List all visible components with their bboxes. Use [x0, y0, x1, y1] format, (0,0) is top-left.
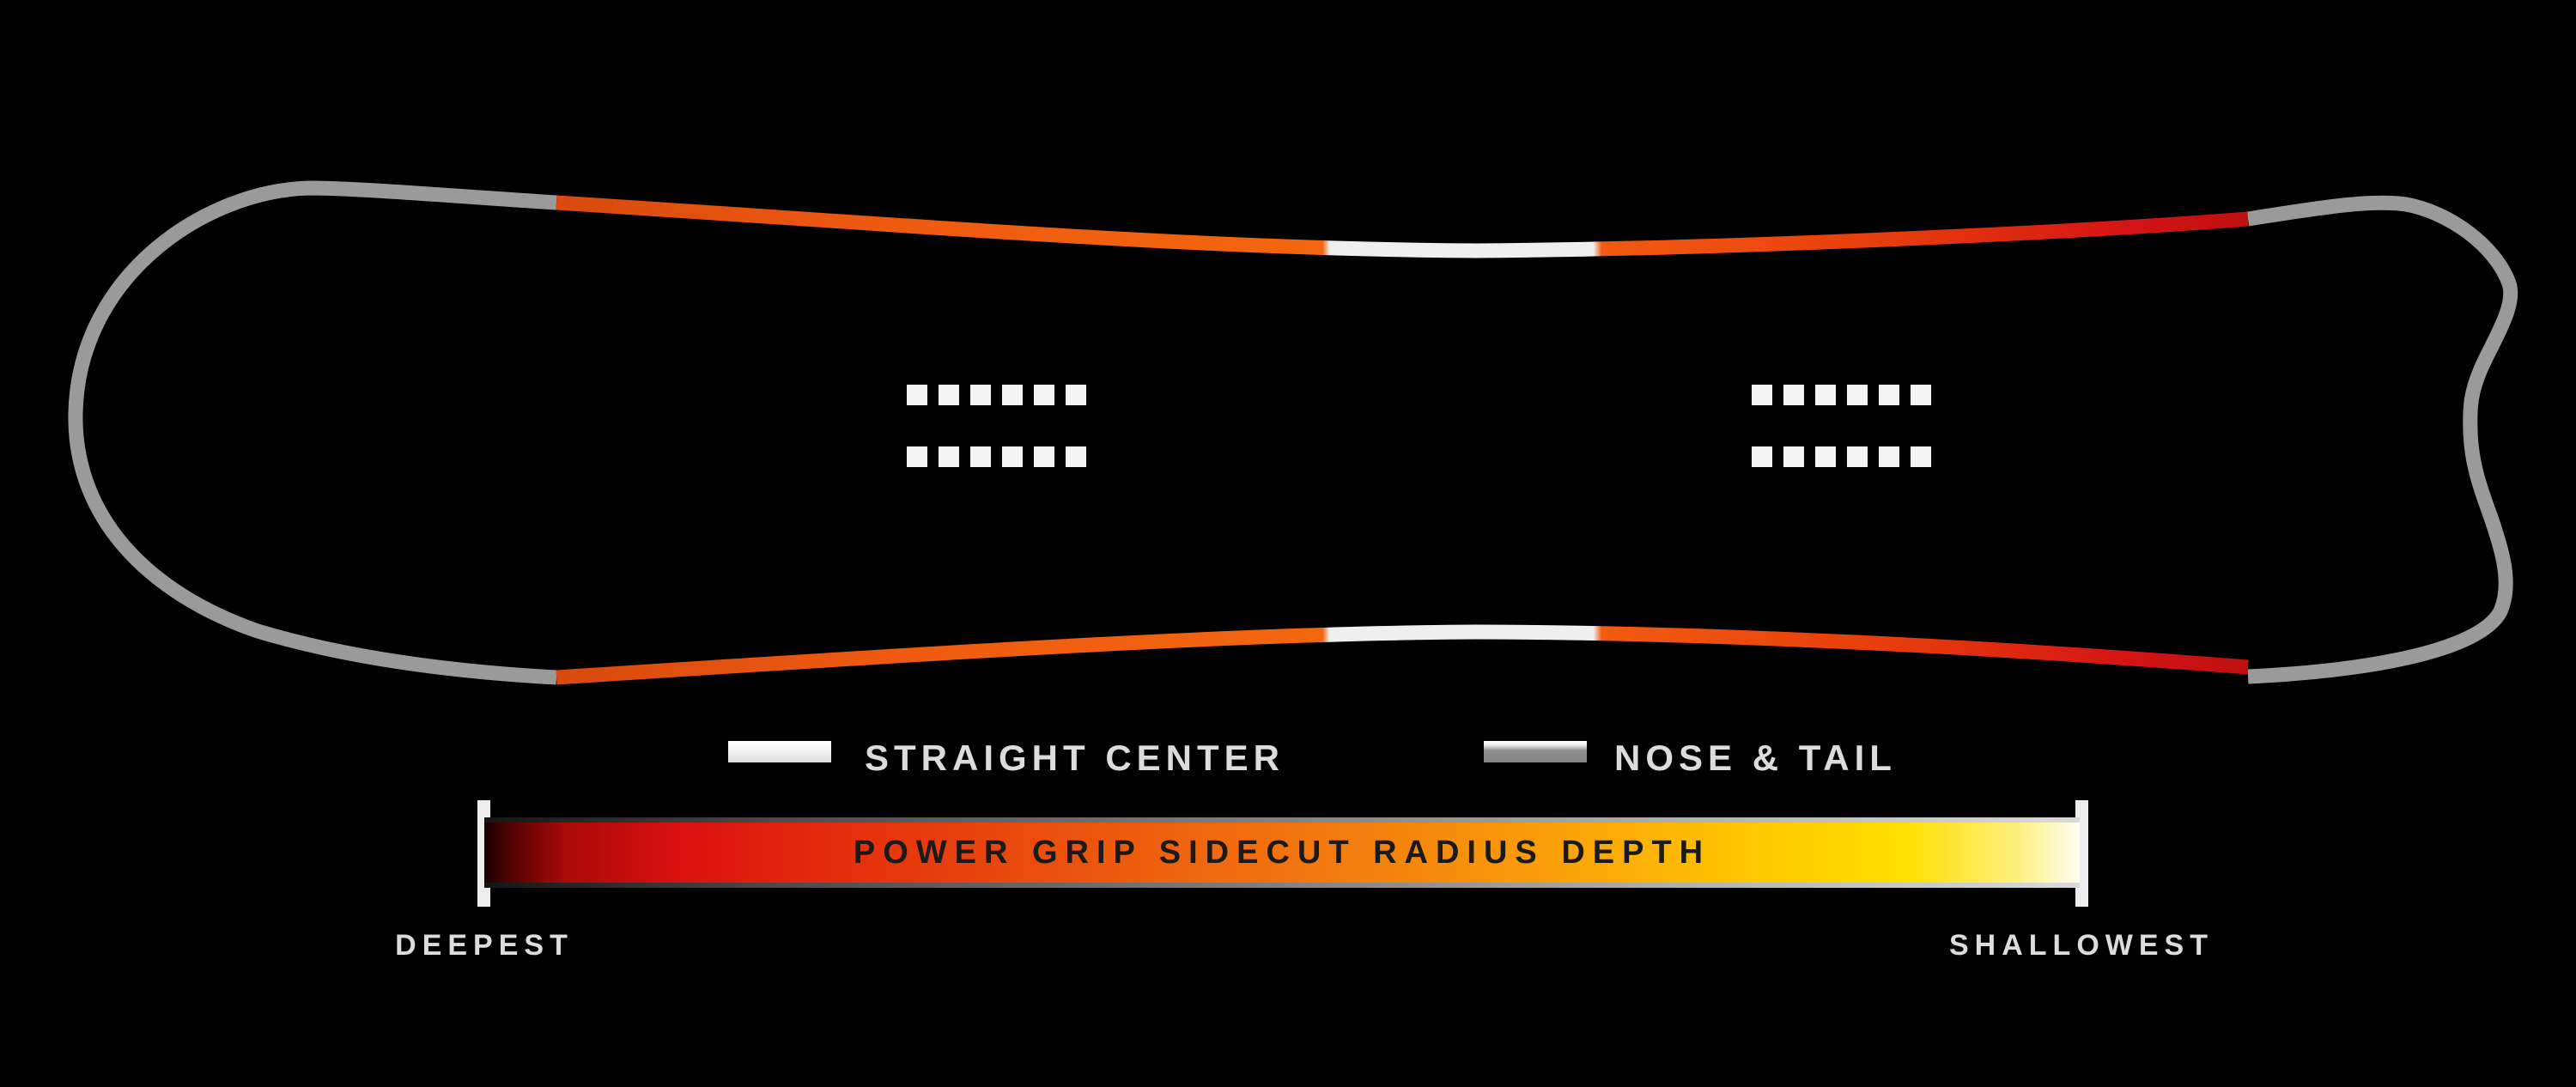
- binding-insert: [1752, 446, 1772, 467]
- legend-label-straight-center: STRAIGHT CENTER: [865, 738, 1285, 778]
- legend-label-nose-tail: NOSE & TAIL: [1614, 738, 1897, 778]
- insert-pack-front: [907, 385, 1086, 467]
- bottom-sidecut-edge: [556, 624, 2249, 685]
- binding-insert: [1783, 446, 1804, 467]
- scale-bar-top-edge: [484, 817, 2080, 823]
- binding-insert: [970, 385, 991, 405]
- scale-bar-left-label: DEEPEST: [395, 929, 574, 962]
- binding-insert: [939, 385, 959, 405]
- binding-insert: [1034, 446, 1054, 467]
- binding-insert: [1847, 385, 1868, 405]
- binding-insert: [1911, 385, 1931, 405]
- scale-bar-bottom-edge: [484, 883, 2080, 888]
- binding-insert: [1783, 385, 1804, 405]
- binding-insert: [1752, 385, 1772, 405]
- binding-insert: [1815, 446, 1836, 467]
- nose-outline: [68, 180, 557, 685]
- binding-insert: [939, 446, 959, 467]
- binding-insert: [1879, 446, 1899, 467]
- binding-insert: [1002, 446, 1023, 467]
- legend-swatch-straight-center: [728, 741, 831, 762]
- insert-pack-rear: [1752, 385, 1931, 467]
- legend-swatch-nose-tail: [1484, 741, 1587, 762]
- binding-insert: [1815, 385, 1836, 405]
- scale-bar-right-label: SHALLOWEST: [1949, 929, 2214, 962]
- scale-bar-title: POWER GRIP SIDECUT RADIUS DEPTH: [853, 835, 1711, 871]
- binding-insert: [1002, 385, 1023, 405]
- binding-insert: [1879, 385, 1899, 405]
- binding-insert: [1066, 446, 1086, 467]
- scale-bar: POWER GRIP SIDECUT RADIUS DEPTH: [484, 817, 2080, 888]
- binding-insert: [907, 385, 927, 405]
- scale-bar-gradient: POWER GRIP SIDECUT RADIUS DEPTH: [484, 823, 2080, 883]
- binding-insert: [970, 446, 991, 467]
- binding-insert: [1911, 446, 1931, 467]
- binding-insert: [1066, 385, 1086, 405]
- binding-insert: [1034, 385, 1054, 405]
- binding-insert: [907, 446, 927, 467]
- tail-outline: [2246, 195, 2518, 684]
- top-sidecut-edge: [556, 195, 2249, 258]
- binding-insert: [1847, 446, 1868, 467]
